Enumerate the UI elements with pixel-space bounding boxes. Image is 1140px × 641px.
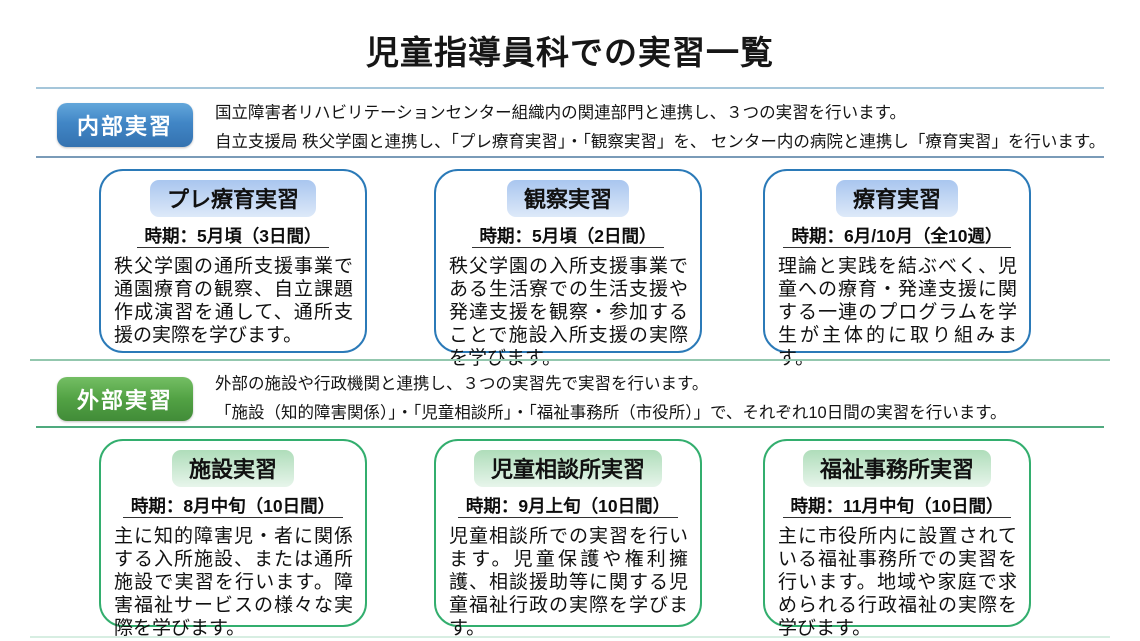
card-title-highlight: 観察実習 bbox=[506, 180, 629, 217]
section-badge-internal: 内部実習 bbox=[57, 103, 193, 147]
card-body: 秩父学園の通所支援事業で通園療育の観察、自立課題作成演習を通して、通所支援の実際… bbox=[114, 256, 353, 346]
external-description-line-1: 外部の施設や行政機関と連携し、３つの実習先で実習を行います。 bbox=[215, 375, 709, 393]
card-period: 時期：5月頃（3日間） bbox=[101, 223, 365, 248]
card-period: 時期：9月上旬（10日間） bbox=[436, 493, 700, 518]
card-period-text: 時期：9月上旬（10日間） bbox=[457, 496, 679, 518]
card-pre-ryoiku-practicum: プレ療育実習 時期：5月頃（3日間） 秩父学園の通所支援事業で通園療育の観察、自… bbox=[99, 169, 367, 353]
card-title-highlight: 療育実習 bbox=[835, 180, 958, 217]
external-description-line-2: 「施設（知的障害関係）」・「児童相談所」・「福祉事務所（市役所）」で、それぞれ1… bbox=[215, 403, 1007, 422]
card-period-text: 時期：6月/10月（全10週） bbox=[783, 226, 1011, 248]
card-observation-practicum: 観察実習 時期：5月頃（2日間） 秩父学園の入所支援事業である生活寮での生活支援… bbox=[434, 169, 702, 369]
card-period-text: 時期：8月中旬（10日間） bbox=[122, 496, 344, 518]
divider-below-internal-description bbox=[36, 156, 1104, 158]
external-section-description: 外部の施設や行政機関と連携し、３つの実習先で実習を行います。 「施設（知的障害関… bbox=[215, 370, 1007, 427]
internal-description-line-1: 国立障害者リハビリテーションセンター組織内の関連部門と連携し、３つの実習を行いま… bbox=[215, 104, 907, 122]
divider-below-external-description bbox=[36, 426, 1104, 428]
section-badge-external: 外部実習 bbox=[57, 377, 193, 421]
card-title-highlight: プレ療育実習 bbox=[149, 180, 316, 217]
card-title-highlight: 施設実習 bbox=[171, 450, 294, 487]
card-body: 理論と実践を結ぶべく、児童への療育・発達支援に関する一連のプログラムを学生が主体… bbox=[778, 256, 1017, 369]
card-facility-practicum: 施設実習 時期：8月中旬（10日間） 主に知的障害児・者に関係する入所施設、また… bbox=[99, 439, 367, 639]
divider-bottom bbox=[30, 636, 1110, 638]
card-ryoiku-practicum: 療育実習 時期：6月/10月（全10週） 理論と実践を結ぶべく、児童への療育・発… bbox=[763, 169, 1031, 369]
card-body: 主に市役所内に設置されている福祉事務所での実習を行います。地域や家庭で求められる… bbox=[778, 526, 1017, 639]
card-period: 時期：5月頃（2日間） bbox=[436, 223, 700, 248]
card-period: 時期：6月/10月（全10週） bbox=[765, 223, 1029, 248]
divider-between-sections bbox=[30, 359, 1110, 361]
card-title-highlight: 児童相談所実習 bbox=[473, 450, 662, 487]
card-title-highlight: 福祉事務所実習 bbox=[802, 450, 991, 487]
card-body: 秩父学園の入所支援事業である生活寮での生活支援や発達支援を観察・参加することで施… bbox=[449, 256, 688, 369]
card-welfare-office-practicum: 福祉事務所実習 時期：11月中旬（10日間） 主に市役所内に設置されている福祉事… bbox=[763, 439, 1031, 639]
divider-below-title bbox=[36, 87, 1104, 89]
card-period-text: 時期：5月頃（3日間） bbox=[136, 226, 330, 248]
card-body: 児童相談所での実習を行います。児童保護や権利擁護、相談援助等に関する児童福祉行政… bbox=[449, 526, 688, 639]
card-child-guidance-center-practicum: 児童相談所実習 時期：9月上旬（10日間） 児童相談所での実習を行います。児童保… bbox=[434, 439, 702, 639]
card-period-text: 時期：5月頃（2日間） bbox=[471, 226, 665, 248]
page-title: 児童指導員科での実習一覧 bbox=[366, 34, 774, 71]
card-period-text: 時期：11月中旬（10日間） bbox=[782, 496, 1012, 518]
internal-section-description: 国立障害者リハビリテーションセンター組織内の関連部門と連携し、３つの実習を行いま… bbox=[215, 99, 1105, 156]
card-body: 主に知的障害児・者に関係する入所施設、または通所施設で実習を行います。障害福祉サ… bbox=[114, 526, 353, 639]
card-period: 時期：8月中旬（10日間） bbox=[101, 493, 365, 518]
internal-description-line-2: 自立支援局 秩父学園と連携し、「プレ療育実習」・「観察実習」を、 センター内の病… bbox=[215, 132, 1106, 151]
card-period: 時期：11月中旬（10日間） bbox=[765, 493, 1029, 518]
